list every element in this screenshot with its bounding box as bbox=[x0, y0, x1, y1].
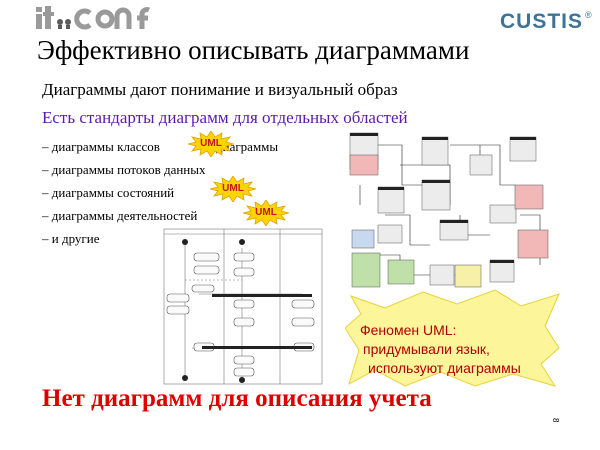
activity-diagram-thumbnail bbox=[162, 228, 324, 386]
bullet-class-diagrams: – диаграммы классов bbox=[42, 139, 160, 155]
slide-title: Эффективно описывать диаграммами bbox=[37, 35, 470, 65]
callout-line-1: Феномен UML: bbox=[360, 322, 457, 338]
bullet-others: – и другие bbox=[42, 231, 100, 246]
uml-starburst-icon: UML bbox=[209, 175, 257, 203]
uml-badge-label: UML bbox=[222, 183, 244, 194]
custis-logo-text: CUSTIS bbox=[500, 10, 584, 33]
uml-badge-label: UML bbox=[255, 207, 277, 218]
bullet-state-diagrams: – диаграммы состояний bbox=[42, 185, 175, 200]
bullet-dataflow-diagrams: – диаграммы потоков данных bbox=[42, 162, 206, 177]
class-diagram-thumbnail bbox=[340, 125, 558, 293]
page-number: 8 bbox=[551, 418, 560, 423]
uml-phenomenon-callout: Феномен UML: придумывали язык, использую… bbox=[345, 288, 562, 388]
uml-starburst-icon: UML bbox=[242, 199, 290, 227]
callout-line-3: используют диаграммы bbox=[368, 360, 521, 376]
standards-heading: Есть стандарты диаграмм для отдельных об… bbox=[42, 108, 408, 127]
conclusion-text: Нет диаграмм для описания учета bbox=[42, 385, 432, 412]
itconf-logo bbox=[34, 4, 160, 30]
bullet-class-diagrams-label: – диаграммы классов bbox=[42, 139, 160, 154]
bullet-activity-diagrams: – диаграммы деятельностей bbox=[42, 208, 198, 223]
uml-badge-label: UML bbox=[200, 138, 222, 149]
slide-subtitle: Диаграммы дают понимание и визуальный об… bbox=[42, 80, 398, 99]
uml-starburst-icon: UML bbox=[187, 130, 235, 158]
custis-logo: CUSTIS® bbox=[500, 10, 593, 34]
registered-mark: ® bbox=[585, 10, 593, 20]
callout-line-2: придумывали язык, bbox=[363, 341, 490, 357]
bullet-class-diagrams-tail: диаграммы bbox=[216, 139, 279, 154]
